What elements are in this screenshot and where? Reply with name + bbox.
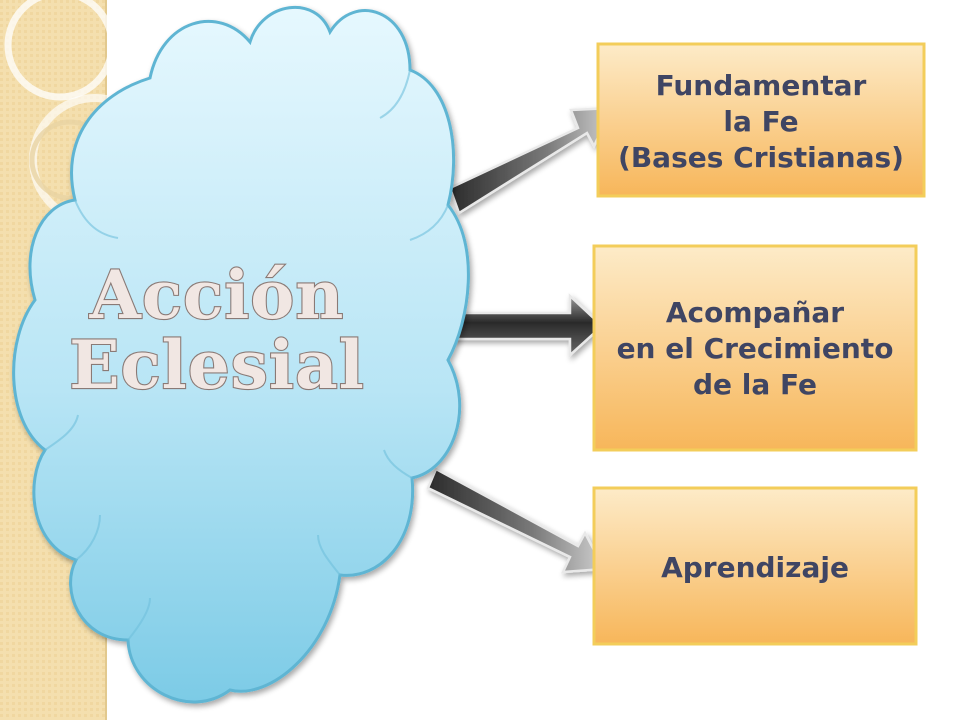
box-fundamentar: Fundamentar la Fe (Bases Cristianas) xyxy=(596,42,926,198)
box-fundamentar-line-3: (Bases Cristianas) xyxy=(618,141,904,174)
box-aprendizaje: Aprendizaje xyxy=(592,486,918,646)
decorative-ring xyxy=(4,0,116,101)
box-aprendizaje-line-1: Aprendizaje xyxy=(661,551,849,584)
arrow-to-acompanar xyxy=(444,293,604,358)
arrow-to-aprendizaje xyxy=(426,467,606,574)
box-fundamentar-line-1: Fundamentar xyxy=(656,69,867,102)
cloud-shape xyxy=(12,5,470,704)
box-acompanar-line-3: de la Fe xyxy=(693,368,817,401)
cloud-title-line-1: Acción xyxy=(89,256,345,334)
box-acompanar: Acompañar en el Crecimiento de la Fe xyxy=(592,244,918,452)
box-fundamentar-line-2: la Fe xyxy=(723,105,798,138)
cloud-title-line-2: Eclesial xyxy=(69,326,365,404)
arrow-to-fundamentar xyxy=(448,106,615,215)
box-acompanar-line-2: en el Crecimiento xyxy=(617,332,894,365)
box-acompanar-line-1: Acompañar xyxy=(666,296,844,329)
cloud-title: Acción Eclesial xyxy=(68,255,365,405)
